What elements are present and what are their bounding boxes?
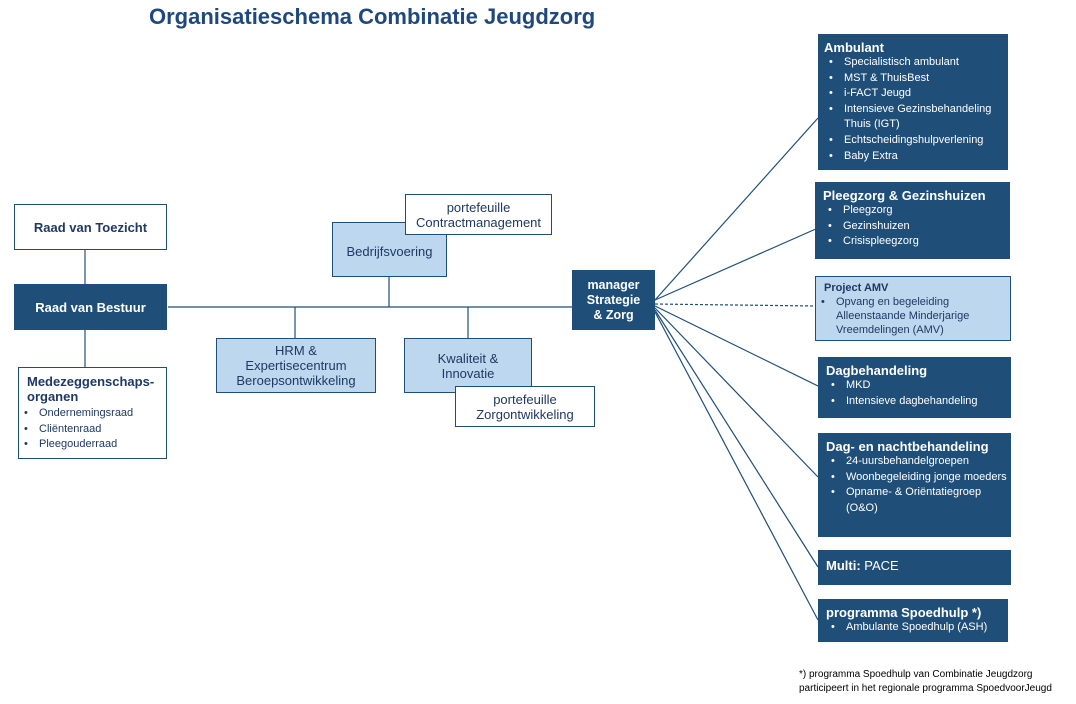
line-to-amv-dashed — [654, 303, 816, 307]
footnote: *) programma Spoedhulp van Combinatie Je… — [799, 668, 1052, 696]
hrm-box: HRM & Expertisecentrum Beroepsontwikkeli… — [216, 338, 376, 393]
spoedhulp-list: Ambulante Spoedhulp (ASH) — [826, 620, 1004, 636]
list-item: Pleegzorg — [823, 203, 1006, 219]
list-item: Cliëntenraad — [19, 422, 162, 438]
list-item: Specialistisch ambulant — [824, 55, 1004, 71]
ambulant-box: Ambulant Specialistisch ambulant MST & T… — [818, 34, 1008, 170]
dagbehandeling-box: Dagbehandeling MKD Intensieve dagbehande… — [818, 357, 1011, 418]
medezeggenschap-list: Ondernemingsraad Cliëntenraad Pleegouder… — [19, 406, 162, 453]
list-item: MKD — [826, 378, 1007, 394]
dagnacht-list: 24-uursbehandelgroepen Woonbegeleiding j… — [826, 454, 1007, 516]
bedrijfsvoering-label: Bedrijfsvoering — [346, 244, 433, 259]
spoedhulp-box: programma Spoedhulp *) Ambulante Spoedhu… — [818, 599, 1008, 642]
footnote-line-1: *) programma Spoedhulp van Combinatie Je… — [799, 669, 1033, 680]
raad-van-toezicht-label: Raad van Toezicht — [33, 219, 148, 235]
list-item: Woonbegeleiding jonge moeders — [826, 470, 1007, 486]
line-to-ambulant — [654, 117, 819, 301]
ambulant-list: Specialistisch ambulant MST & ThuisBest … — [824, 55, 1004, 164]
raad-van-bestuur-box: Raad van Bestuur — [14, 284, 167, 330]
line-to-spoedhulp — [654, 311, 819, 621]
list-item: Ondernemingsraad — [19, 406, 162, 422]
dagnacht-title: Dag- en nachtbehandeling — [826, 439, 989, 454]
hrm-label: HRM & Expertisecentrum Beroepsontwikkeli… — [236, 343, 356, 388]
amv-box: Project AMV Opvang en begeleiding Alleen… — [815, 276, 1011, 341]
dagbehandeling-title: Dagbehandeling — [826, 363, 928, 378]
raad-van-bestuur-label: Raad van Bestuur — [35, 299, 146, 315]
multi-value: PACE — [864, 558, 899, 573]
dagbehandeling-list: MKD Intensieve dagbehandeling — [826, 378, 1007, 409]
kwaliteit-box: Kwaliteit & Innovatie — [404, 338, 532, 393]
list-item: Intensieve Gezinsbehandeling Thuis (IGT) — [824, 102, 1004, 133]
line-to-pleegzorg — [654, 227, 819, 301]
list-item: Gezinshuizen — [823, 219, 1006, 235]
line-to-multi — [654, 309, 819, 568]
list-item: 24-uursbehandelgroepen — [826, 454, 1007, 470]
footnote-line-2: participeert in het regionale programma … — [799, 683, 1052, 694]
line-to-dagbehandeling — [654, 305, 819, 387]
ambulant-title: Ambulant — [824, 40, 884, 55]
manager-label: manager Strategie & Zorg — [586, 277, 641, 322]
dagnacht-box: Dag- en nachtbehandeling 24-uursbehandel… — [818, 433, 1011, 537]
list-item: Opname- & Oriëntatiegroep (O&O) — [826, 485, 1007, 516]
amv-list: Opvang en begeleiding Alleenstaande Mind… — [816, 295, 1004, 337]
medezeggenschap-box: Medezeggenschaps-organen Ondernemingsraa… — [18, 367, 167, 459]
zorgontwikkeling-box: portefeuille Zorgontwikkeling — [455, 386, 595, 427]
list-item: MST & ThuisBest — [824, 71, 1004, 87]
line-to-dagnacht — [654, 307, 819, 478]
list-item: Intensieve dagbehandeling — [826, 394, 1007, 410]
list-item: Ambulante Spoedhulp (ASH) — [826, 620, 1004, 636]
raad-van-toezicht-box: Raad van Toezicht — [14, 204, 167, 250]
kwaliteit-label: Kwaliteit & Innovatie — [437, 351, 499, 381]
pleegzorg-list: Pleegzorg Gezinshuizen Crisispleegzorg — [823, 203, 1006, 250]
amv-title: Project AMV — [824, 282, 889, 294]
list-item: Opvang en begeleiding Alleenstaande Mind… — [816, 295, 1004, 337]
list-item: Baby Extra — [824, 149, 1004, 165]
pleegzorg-box: Pleegzorg & Gezinshuizen Pleegzorg Gezin… — [815, 182, 1010, 259]
spoedhulp-title: programma Spoedhulp *) — [826, 605, 982, 620]
list-item: Crisispleegzorg — [823, 234, 1006, 250]
multi-box: Multi: PACE — [818, 550, 1011, 585]
medezeggenschap-title: Medezeggenschaps-organen — [27, 374, 155, 404]
manager-box: manager Strategie & Zorg — [572, 270, 655, 330]
contractmanagement-label: portefeuille Contractmanagement — [416, 199, 542, 230]
page-title: Organisatieschema Combinatie Jeugdzorg — [149, 4, 596, 29]
pleegzorg-title: Pleegzorg & Gezinshuizen — [823, 188, 986, 203]
zorgontwikkeling-label: portefeuille Zorgontwikkeling — [476, 391, 574, 422]
list-item: i-FACT Jeugd — [824, 86, 1004, 102]
contractmanagement-box: portefeuille Contractmanagement — [405, 194, 552, 235]
list-item: Echtscheidingshulpverlening — [824, 133, 1004, 149]
multi-label: Multi: — [826, 558, 861, 573]
list-item: Pleegouderraad — [19, 437, 162, 453]
